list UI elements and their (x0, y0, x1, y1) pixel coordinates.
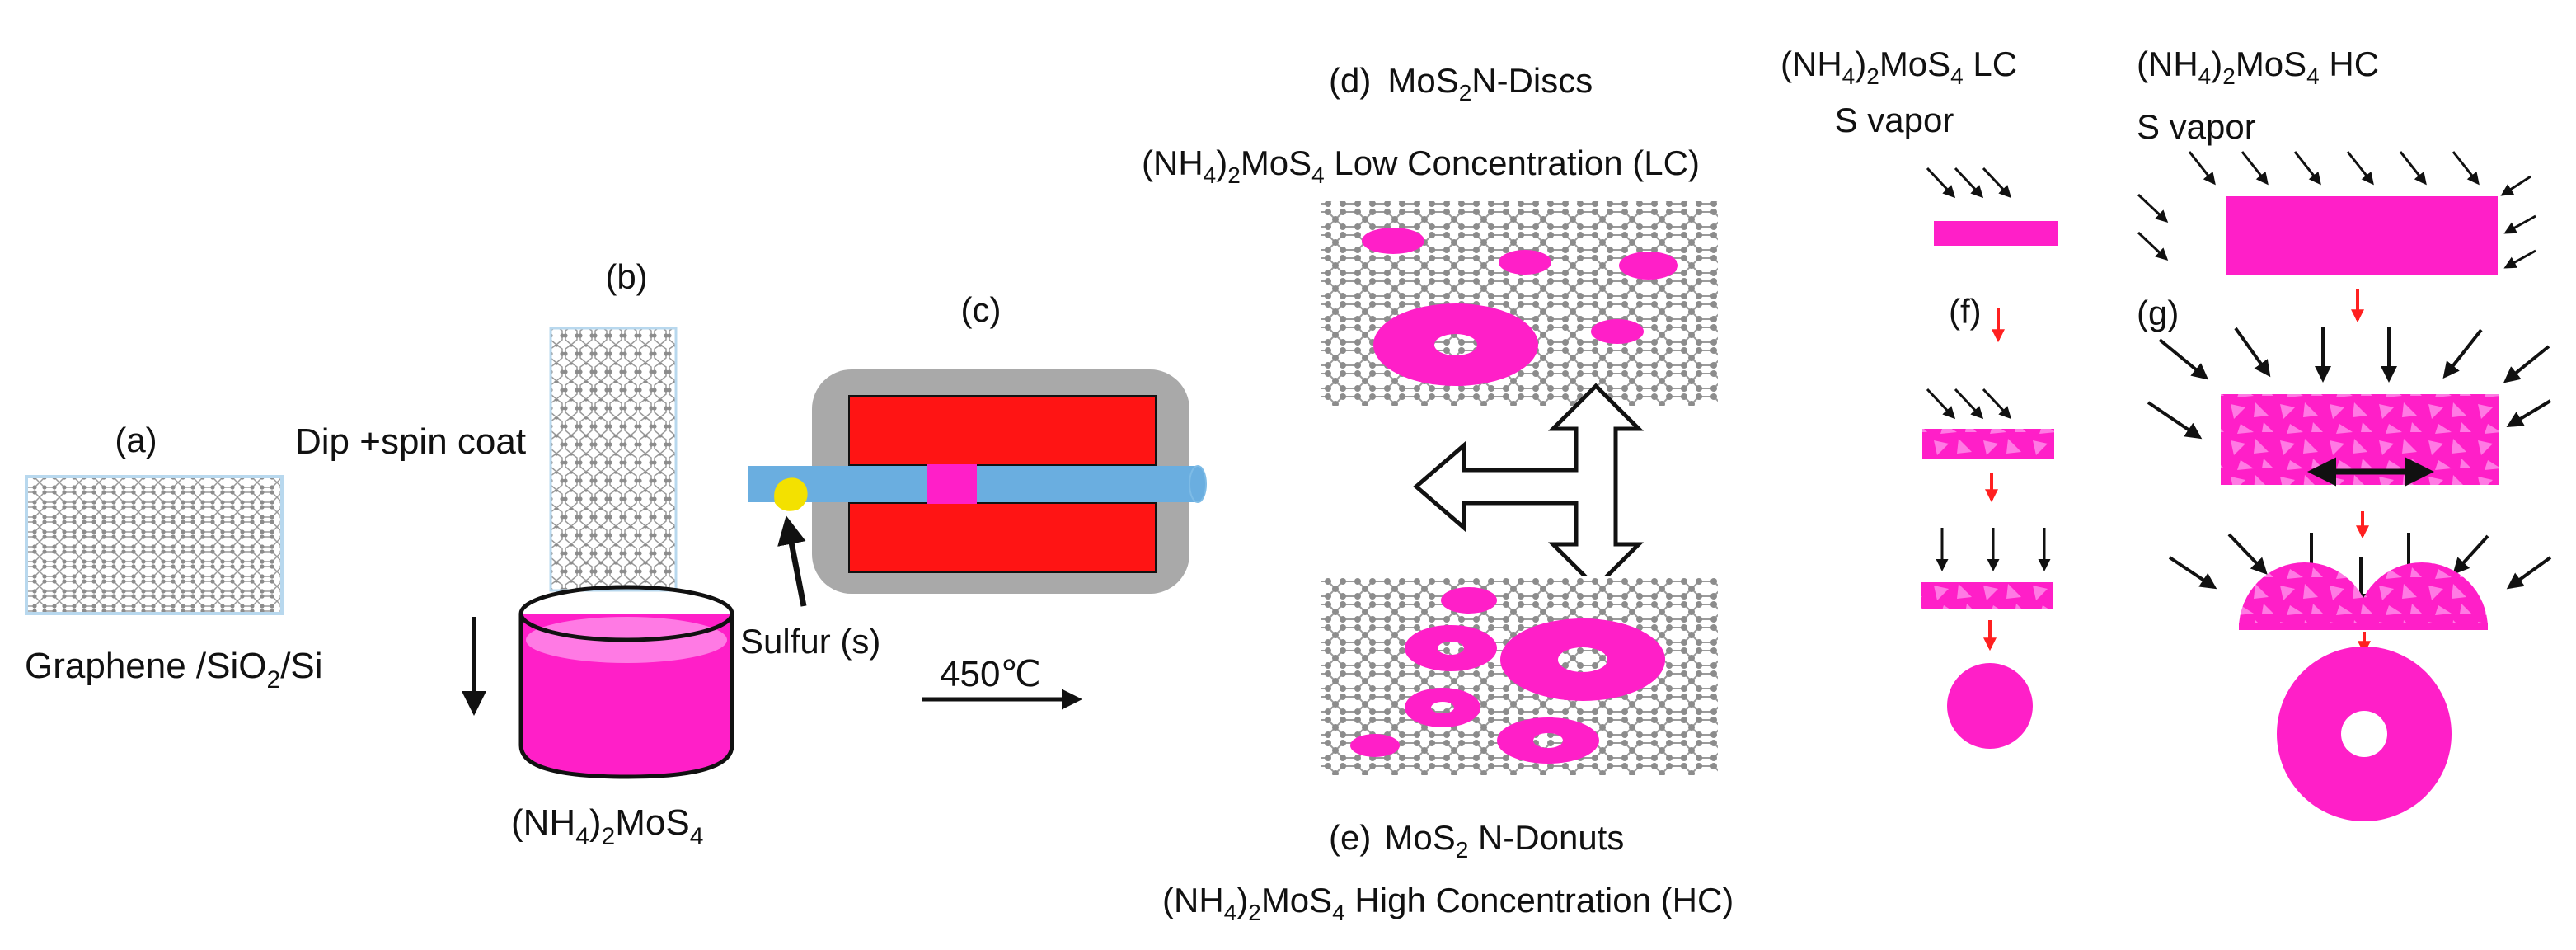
label-g: (g) (2137, 294, 2179, 332)
sulfur-source (774, 477, 808, 511)
header-g: (NH4)2MoS4 HC (2137, 45, 2379, 89)
vapor-arrows-g2 (2147, 327, 2552, 440)
dome-film-hc (2239, 562, 2488, 630)
vertical-arrows-f (1936, 528, 2051, 571)
graphene-substrate (25, 475, 284, 615)
title-e: (e)MoS2 N-Donuts (1329, 818, 1624, 863)
heater-bottom (848, 502, 1157, 573)
shrinking-film-lc (1921, 582, 2053, 609)
sample-in-tube (927, 464, 977, 504)
subtitle-d: (NH4)2MoS4 Low Concentration (LC) (1142, 143, 1700, 188)
heater-top (848, 395, 1157, 466)
donut-hole (1431, 702, 1454, 713)
crystallizing-film-lc (1922, 429, 2054, 459)
mos2-donut-result (2277, 647, 2452, 821)
transition-arrows (1413, 383, 1645, 590)
subtitle-e: (NH4)2MoS4 High Concentration (HC) (1162, 881, 1734, 925)
disc (1499, 250, 1551, 275)
temperature-label: 450℃ (940, 654, 1041, 694)
substrate-d (1321, 201, 1718, 406)
precursor-film-lc (1934, 221, 2058, 246)
sulfur-pointer-arrow (777, 515, 807, 607)
vapor-label-g: S vapor (2137, 107, 2256, 146)
substrate-e (1321, 576, 1718, 775)
quartz-tube-end (1189, 465, 1207, 503)
vapor-label-f: S vapor (1835, 101, 1954, 139)
mos2-disc-result (1947, 663, 2033, 749)
beaker (518, 585, 734, 779)
disc (1350, 734, 1400, 757)
donut-hole (1434, 334, 1477, 355)
disc (1619, 252, 1678, 280)
label-c: (c) (961, 290, 1002, 329)
title-d: (d)MoS2N-Discs (1329, 61, 1593, 106)
precursor-film-hc (2226, 196, 2498, 275)
header-f: (NH4)2MoS4 LC (1781, 45, 2017, 89)
disc (1441, 587, 1497, 614)
sulfur-label: Sulfur (s) (740, 622, 880, 661)
label-b: (b) (605, 257, 647, 296)
disc (1362, 228, 1424, 254)
donut-hole (1533, 733, 1563, 748)
precursor-label-b: (NH4)2MoS4 (511, 802, 703, 850)
vertical-graphene-sheet (549, 327, 678, 592)
donut-hole (1558, 647, 1607, 672)
disc (1591, 319, 1644, 344)
label-a: (a) (115, 421, 157, 459)
vapor-arrows-g1 (2137, 151, 2536, 269)
label-f: (f) (1949, 292, 1982, 331)
vapor-arrows-f2 (1926, 388, 2012, 420)
donut-hole (1438, 642, 1464, 655)
caption-a: Graphene /SiO2/Si (25, 646, 323, 694)
dip-spin-coat-label: Dip +spin coat (295, 421, 526, 462)
vapor-arrows-f1 (1926, 167, 2012, 199)
